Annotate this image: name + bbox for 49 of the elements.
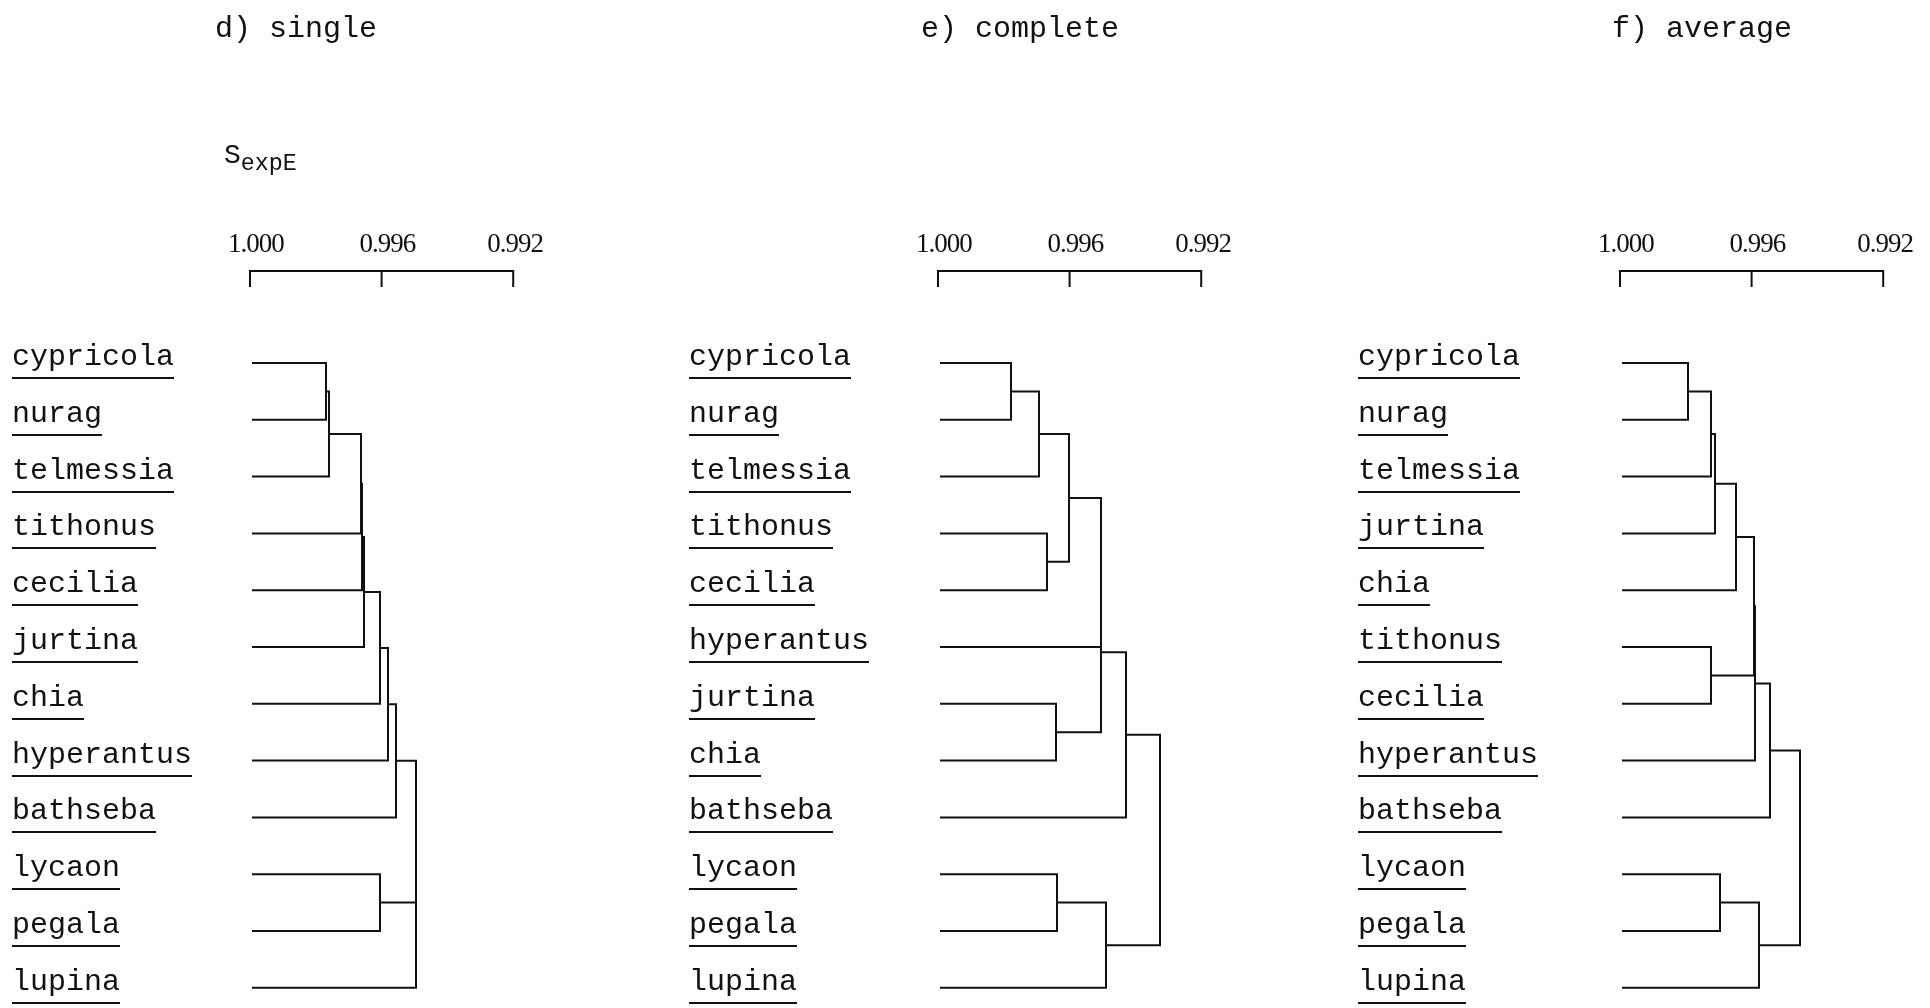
species-label: pegala (689, 909, 798, 947)
species-label: nurag (689, 397, 779, 436)
species-label: pegala (12, 909, 121, 947)
species-label: lupina (689, 965, 798, 1004)
tick-label: 1.000 (916, 228, 972, 259)
tick-label: 0.992 (1175, 228, 1231, 259)
tick-label: 0.996 (1729, 228, 1786, 259)
species-label: lupina (12, 965, 121, 1004)
species-label: telmessia (689, 454, 852, 493)
species-label: lycaon (689, 852, 798, 891)
panel-title: f) average (1612, 12, 1793, 46)
species-label: cypricola (689, 341, 852, 379)
species-label: hyperantus (1358, 738, 1539, 777)
species-label: bathseba (12, 795, 157, 834)
species-label: tithonus (689, 511, 834, 550)
species-label: chia (689, 738, 761, 777)
species-label: cecilia (689, 568, 816, 607)
species-label: lupina (1358, 965, 1467, 1004)
species-label: hyperantus (12, 738, 193, 777)
axis-title: S$_{expE}$ (224, 140, 297, 177)
species-label: cecilia (12, 568, 139, 607)
species-label: tithonus (12, 511, 157, 550)
species-label: chia (12, 681, 84, 720)
tick-label: 0.992 (1857, 228, 1913, 259)
species-label: jurtina (1358, 511, 1485, 550)
species-label: telmessia (1358, 454, 1521, 493)
species-label: pegala (1358, 909, 1467, 947)
tick-label: 0.996 (359, 228, 416, 259)
species-label: nurag (1358, 397, 1448, 436)
panel-title: e) complete (921, 12, 1120, 46)
species-label: jurtina (12, 625, 139, 663)
species-label: chia (1358, 568, 1430, 607)
species-label: lycaon (12, 852, 121, 891)
tick-label: 1.000 (228, 228, 284, 259)
tick-label: 0.992 (487, 228, 543, 259)
species-label: cypricola (12, 341, 175, 379)
species-label: cypricola (1358, 341, 1521, 379)
species-label: lycaon (1358, 852, 1467, 891)
species-label: jurtina (689, 681, 816, 720)
tick-label: 0.996 (1047, 228, 1104, 259)
species-label: nurag (12, 397, 102, 436)
species-label: cecilia (1358, 681, 1485, 720)
species-label: tithonus (1358, 625, 1503, 663)
species-label: telmessia (12, 454, 175, 493)
tick-label: 1.000 (1598, 228, 1654, 259)
species-label: bathseba (689, 795, 834, 834)
panel-title: d) single (215, 12, 378, 46)
species-label: hyperantus (689, 625, 870, 663)
species-label: bathseba (1358, 795, 1503, 834)
